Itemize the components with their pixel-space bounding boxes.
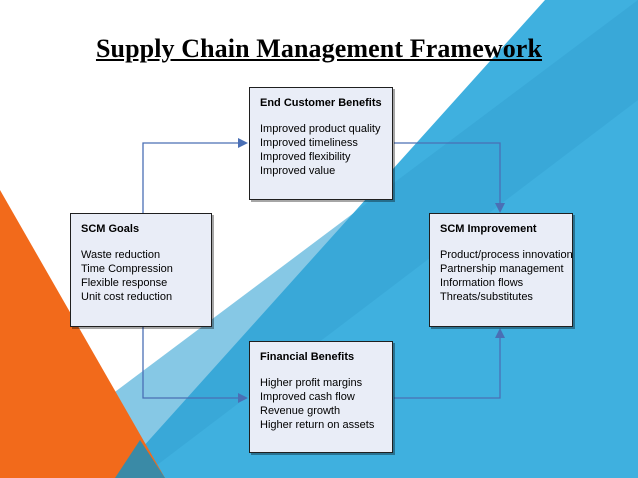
box-item: Improved product quality (260, 123, 381, 135)
box-item: Waste reduction (81, 249, 161, 261)
box-item: Threats/substitutes (440, 291, 533, 303)
page-title: Supply Chain Management Framework (95, 34, 543, 63)
box-item: Flexible response (81, 277, 168, 289)
box-item: Higher return on assets (260, 419, 375, 431)
box-item: Revenue growth (260, 405, 341, 417)
box-heading: SCM Goals (81, 223, 140, 235)
box-item: Improved flexibility (260, 151, 351, 163)
end-customer-benefits-box: End Customer Benefits Improved product q… (249, 87, 393, 200)
teal-overlap-shape (115, 440, 165, 478)
orange-shape (0, 190, 165, 478)
box-heading: Financial Benefits (260, 351, 355, 363)
box-heading: End Customer Benefits (260, 97, 382, 109)
box-heading: SCM Improvement (440, 223, 537, 235)
box-item: Higher profit margins (260, 377, 363, 389)
box-item: Product/process innovation (440, 249, 573, 261)
box-item: Improved timeliness (260, 137, 358, 149)
box-item: Unit cost reduction (81, 291, 173, 303)
box-item: Improved cash flow (260, 391, 355, 403)
box-item: Partnership management (440, 263, 564, 275)
financial-benefits-box: Financial Benefits Higher profit margins… (249, 341, 393, 453)
box-item: Improved value (260, 165, 336, 177)
box-item: Time Compression (81, 263, 173, 275)
box-item: Information flows (440, 277, 524, 289)
scm-improvement-box: SCM Improvement Product/process innovati… (429, 213, 573, 327)
scm-goals-box: SCM Goals Waste reduction Time Compressi… (70, 213, 212, 327)
